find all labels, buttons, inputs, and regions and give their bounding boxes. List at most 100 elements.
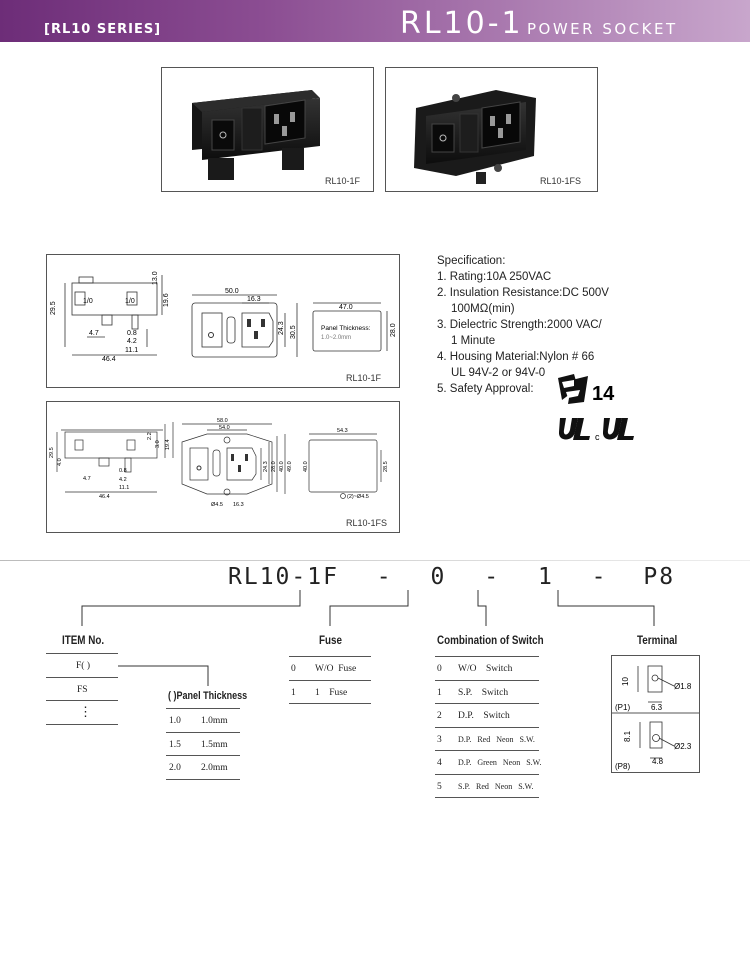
switch-heading: Combination of Switch <box>437 633 544 647</box>
drawing-rl10-1fs: 29.5 4.0 2.2 3.0 19.4 4.7 0.8 4.2 11.1 4… <box>46 401 400 533</box>
part-number-code: RL10-1F - 0 - 1 - P8 <box>228 564 675 590</box>
table-row: F( ) <box>46 654 118 678</box>
value-cell: W/O Switch <box>458 664 513 674</box>
dim-label: 29.5 <box>49 447 55 458</box>
drawing-rl10-1f: 1/0 1/0 29.5 13.0 19.6 4.7 0.8 4.2 11.1 … <box>46 254 400 388</box>
code-connector-lines <box>81 590 655 626</box>
code-cell: 0 <box>291 664 296 674</box>
table-row: FS <box>46 678 118 701</box>
photo-caption: RL10-1FS <box>540 176 582 186</box>
dim-label: 13.0 <box>152 271 159 285</box>
dim-label: 4.8 <box>652 757 664 766</box>
value-cell: D.P. Switch <box>458 711 510 721</box>
panel-thickness-heading: ( )Panel Thickness <box>168 690 248 702</box>
code-cell: 3 <box>437 734 442 745</box>
header-banner: [RL10 SERIES] RL10-1 POWER SOCKET <box>0 0 750 42</box>
code-cell: 5 <box>437 781 442 792</box>
dim-label: 58.0 <box>217 418 228 424</box>
value-cell: 2.0mm <box>201 763 228 773</box>
dim-label: 16.3 <box>233 502 244 508</box>
code-cell: 1 <box>437 687 442 698</box>
table-row: 1 1 Fuse <box>289 681 371 704</box>
table-row: ⋮ <box>46 701 118 725</box>
code-cell: 2 <box>437 711 442 721</box>
spec-line: 5. Safety Approval: <box>437 383 534 395</box>
code-fuse: 0 <box>430 564 447 590</box>
dim-label: 47.0 <box>339 304 353 311</box>
code-cell: 1 <box>291 687 296 698</box>
code-cell: 4 <box>437 758 442 768</box>
item-table: F( ) FS ⋮ <box>46 653 118 725</box>
dim-label: Ø4.5 <box>211 502 223 508</box>
dim-label: 29.5 <box>50 301 57 315</box>
dim-label: 46.4 <box>99 494 110 500</box>
dim-label: 24.3 <box>278 321 285 335</box>
spec-line: 100MΩ(min) <box>451 303 515 315</box>
ul-mark-icon: c <box>558 418 634 442</box>
terminal-p8-label: (P8) <box>615 762 630 771</box>
section-divider <box>0 560 750 561</box>
dim-label: 54.0 <box>219 425 230 431</box>
photo-caption: RL10-1F <box>325 176 361 186</box>
item-panel-connector <box>118 665 209 686</box>
dim-label: Ø2.3 <box>674 742 692 751</box>
ul-c-letter: c <box>595 432 600 442</box>
code-dash: - <box>591 564 608 590</box>
product-photo-rl10-1f: RL10-1F <box>161 67 374 192</box>
dim-label: 4.7 <box>83 476 91 482</box>
enec-mark-icon: 14 <box>558 374 615 405</box>
dim-label: 4.2 <box>119 477 127 483</box>
product-photo-rl10-1fs: RL10-1FS <box>385 67 598 192</box>
code-switch: 1 <box>537 564 554 590</box>
dim-label: 28.5 <box>383 461 389 472</box>
dim-label: 0.8 <box>119 468 127 474</box>
dim-label: 10 <box>621 677 630 686</box>
item-cell: ⋮ <box>79 704 92 719</box>
code-cell: 1.5 <box>169 739 181 750</box>
dimension-drawing: 1/0 1/0 29.5 13.0 19.6 4.7 0.8 4.2 11.1 … <box>50 271 397 363</box>
spec-line: 1 Minute <box>451 335 496 347</box>
dim-label: 24.3 <box>263 461 269 472</box>
spec-line: 3. Dielectric Strength:2000 VAC/ <box>437 319 602 331</box>
value-cell: 1 Fuse <box>315 687 348 698</box>
code-dash: - <box>376 564 393 590</box>
drawing-caption: RL10-1F <box>346 373 382 383</box>
dim-label: 40.0 <box>279 461 285 472</box>
dim-label: 19.4 <box>165 439 171 450</box>
spec-line: 2. Insulation Resistance:DC 500V <box>437 287 609 299</box>
dim-label: Ø1.8 <box>674 682 692 691</box>
dim-label: 6.3 <box>651 703 663 712</box>
value-cell: 1.0mm <box>201 716 228 726</box>
switch-mark: 1/0 <box>125 298 135 305</box>
dim-label: 4.0 <box>57 458 63 466</box>
dim-label: 54.3 <box>337 428 348 434</box>
dim-label: 11.1 <box>125 347 138 354</box>
value-cell: D.P. Green Neon S.W. <box>458 758 542 767</box>
drawing-caption: RL10-1FS <box>346 518 388 528</box>
dim-label: 49.0 <box>287 461 293 472</box>
table-row: 2 D.P. Switch <box>435 704 539 728</box>
terminal-drawing: 10 Ø1.8 6.3 (P1) 8.1 Ø2.3 4.8 (P8) <box>612 665 699 771</box>
terminal-heading: Terminal <box>637 633 678 647</box>
dim-label: 4.2 <box>127 338 137 345</box>
terminal-p1-label: (P1) <box>615 703 630 712</box>
dim-label: 3.0 <box>155 440 161 448</box>
dim-label: 40.0 <box>303 461 309 472</box>
value-cell: 1.5mm <box>201 739 228 750</box>
dim-label: 4.7 <box>89 330 99 337</box>
dim-label: 11.1 <box>119 485 129 491</box>
dim-label: 28.0 <box>390 323 397 337</box>
spec-line: UL 94V-2 or 94V-0 <box>451 367 546 379</box>
dimension-drawing: 29.5 4.0 2.2 3.0 19.4 4.7 0.8 4.2 11.1 4… <box>49 418 389 508</box>
spec-heading: Specification: <box>437 255 506 267</box>
dim-label: 2.2 <box>147 432 153 440</box>
dim-label: 28.0 <box>271 461 277 472</box>
panel-thickness-range: 1.0~2.0mm <box>321 335 351 341</box>
